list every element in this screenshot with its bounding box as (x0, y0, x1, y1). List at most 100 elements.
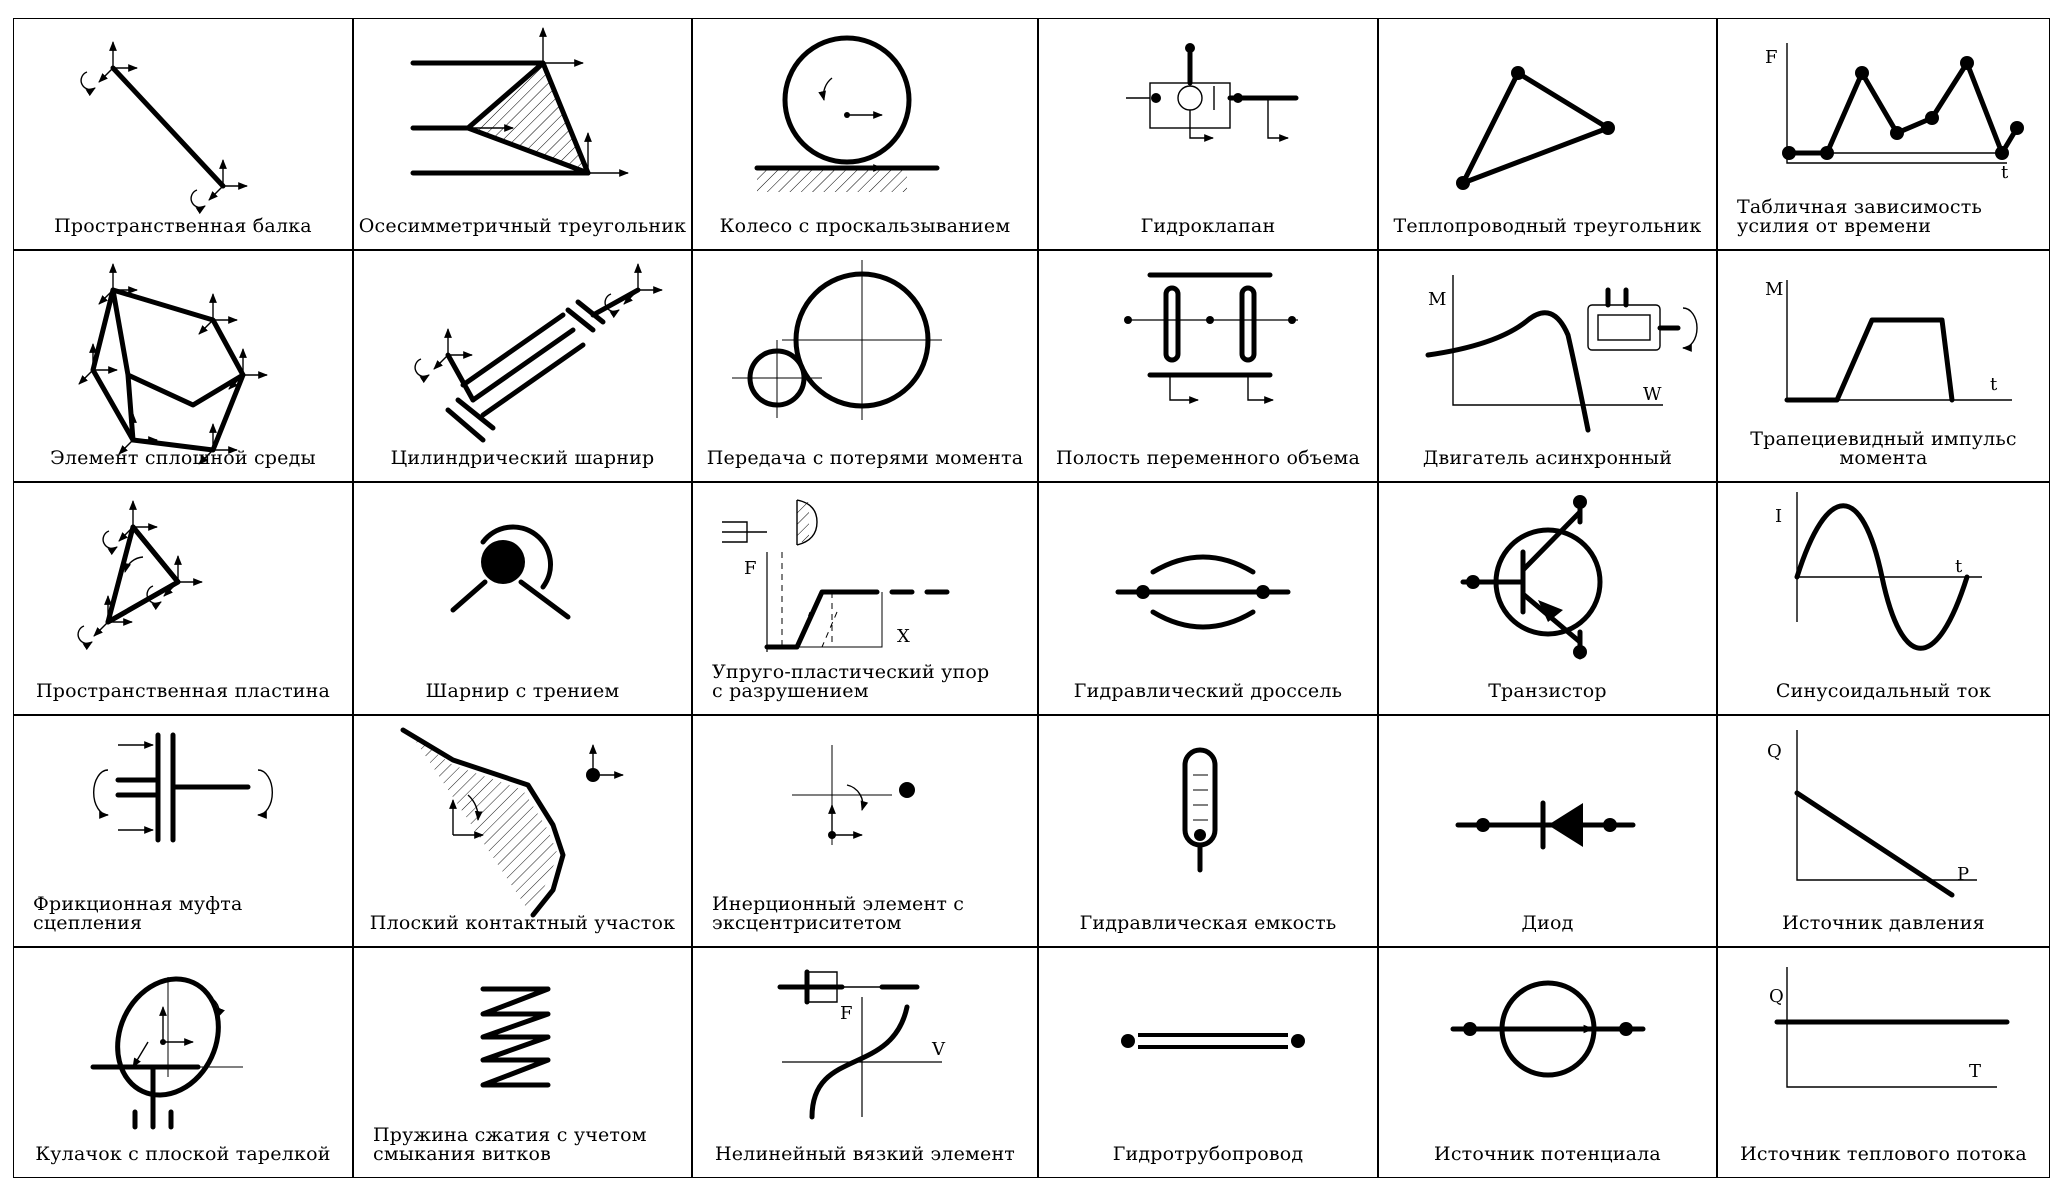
symbol-caption: Фрикционная муфта сцепления (33, 893, 243, 934)
symbol-caption: Нелинейный вязкий элемент (714, 1143, 1016, 1165)
symbol-icon-sine-current: It (1775, 492, 1982, 651)
symbol-cell-hydro-pipe: Гидротрубопровод (1038, 947, 1378, 1178)
symbol-cell-heat-triangle: Теплопроводный треугольник (1378, 18, 1717, 250)
symbol-icon-continuum (78, 263, 268, 465)
axis-label-y: F (744, 558, 757, 579)
symbol-icon-async-motor: MW (1425, 275, 1698, 433)
symbol-caption: Упруго-пластический упор с разрушением (712, 661, 990, 702)
symbol-icon-table-force: Ft (1765, 43, 2024, 183)
axis-label-y: F (1765, 47, 1778, 68)
symbol-cell-wheel-slip: Колесо с проскальзыванием (692, 18, 1038, 250)
symbol-cell-transistor: Транзистор (1378, 482, 1717, 715)
symbol-cell-continuum: Элемент сплошной среды (13, 250, 353, 482)
symbol-caption: Гидравлическая емкость (1079, 912, 1337, 934)
symbol-icon-space-beam (80, 41, 248, 215)
symbol-caption: Гидротрубопровод (1112, 1143, 1304, 1165)
symbol-cell-inertial-ecc: Инерционный элемент с эксцентриситетом (692, 715, 1038, 947)
symbol-icon-var-cavity (1124, 272, 1298, 404)
symbol-cell-spring: Пружина сжатия с учетом смыкания витков (353, 947, 692, 1178)
symbol-icon-spring (480, 986, 551, 1088)
axis-label-y: M (1428, 289, 1446, 310)
symbol-cell-cyl-hinge: Цилиндрический шарнир (353, 250, 692, 482)
symbol-cell-var-cavity: Полость переменного объема (1038, 250, 1378, 482)
axis-label-x: P (1957, 864, 1969, 885)
symbol-icon-friction-hinge (450, 524, 571, 620)
symbol-caption: Табличная зависимость усилия от времени (1737, 196, 1983, 237)
axis-label-x: t (1990, 374, 1998, 395)
symbol-cell-friction-clutch: Фрикционная муфта сцепления (13, 715, 353, 947)
symbol-icon-potential-source (1450, 980, 1646, 1078)
symbol-caption: Передача с потерями момента (706, 447, 1024, 469)
symbol-icon-inertial-ecc (792, 745, 915, 845)
symbol-icon-gear-loss (732, 260, 942, 420)
symbol-icon-cyl-hinge (414, 263, 663, 443)
symbol-cell-flat-contact: Плоский контактный участок (353, 715, 692, 947)
symbol-caption: Теплопроводный треугольник (1393, 215, 1702, 237)
symbol-icon-friction-clutch (92, 732, 274, 843)
symbol-icon-heat-source: QT (1769, 967, 2010, 1088)
symbol-cell-space-beam: Пространственная балка (13, 18, 353, 250)
symbol-icon-cam-flat (90, 976, 243, 1130)
symbol-caption: Двигатель асинхронный (1422, 447, 1673, 469)
symbol-icon-space-plate (77, 500, 203, 651)
symbol-caption: Диод (1521, 912, 1574, 934)
symbol-icon-hydro-throttle (1115, 554, 1291, 630)
symbol-cell-diode: Диод (1378, 715, 1717, 947)
symbol-caption: Трапециевидный импульс момента (1750, 428, 2017, 469)
symbol-caption: Источник давления (1782, 912, 1985, 934)
symbol-caption: Источник теплового потока (1740, 1143, 2027, 1165)
symbol-caption: Пространственная балка (54, 215, 312, 237)
symbol-cell-hydro-throttle: Гидравлический дроссель (1038, 482, 1378, 715)
symbol-caption: Кулачок с плоской тарелкой (35, 1143, 331, 1165)
symbol-icon-elastoplastic: FX (722, 499, 950, 652)
axis-label-y: Q (1767, 741, 1782, 762)
axis-label-x: X (897, 626, 910, 647)
symbol-caption: Полость переменного объема (1055, 447, 1361, 469)
axis-label-y: M (1765, 279, 1783, 300)
symbol-icon-heat-triangle (1456, 66, 1615, 190)
symbol-caption: Инерционный элемент с эксцентриситетом (712, 893, 965, 934)
symbol-icon-transistor (1460, 495, 1603, 660)
symbol-caption: Шарнир с трением (425, 680, 620, 702)
symbol-icon-nonlinear-visc: FV (777, 969, 946, 1120)
axis-label-x: T (1969, 1061, 1981, 1082)
symbol-icon-hydro-capacity (1182, 747, 1218, 873)
axis-label-x: W (1643, 384, 1662, 405)
symbol-caption: Колесо с проскальзыванием (719, 215, 1011, 237)
axis-label-y: Q (1769, 986, 1784, 1007)
symbol-caption: Элемент сплошной среды (50, 447, 316, 469)
symbol-caption: Цилиндрический шарнир (390, 447, 655, 469)
symbol-table: Пространственная балка Осесимметричный т… (13, 18, 2050, 1178)
symbol-icon-trap-impulse: Mt (1765, 279, 2012, 403)
symbol-icon-hydro-pipe (1121, 1033, 1305, 1049)
symbol-icon-hydro-valve (1126, 43, 1299, 142)
symbol-cell-axisym-triangle: Осесимметричный треугольник (353, 18, 692, 250)
symbol-cell-potential-source: Источник потенциала (1378, 947, 1717, 1178)
symbol-caption: Пространственная пластина (35, 680, 331, 702)
symbol-cell-hydro-capacity: Гидравлическая емкость (1038, 715, 1378, 947)
axis-label-x: V (931, 1039, 946, 1060)
symbol-caption: Источник потенциала (1434, 1143, 1661, 1165)
axis-label-x: t (2001, 162, 2009, 183)
symbol-cell-hydro-valve: Гидроклапан (1038, 18, 1378, 250)
symbol-caption: Гидроклапан (1140, 215, 1276, 237)
symbol-caption: Синусоидальный ток (1775, 680, 1992, 702)
symbol-caption: Пружина сжатия с учетом смыкания витков (373, 1124, 647, 1165)
axis-label-y: I (1775, 506, 1782, 527)
symbol-icon-wheel-slip (754, 35, 940, 192)
symbol-icon-axisym-triangle (410, 27, 629, 177)
symbol-cell-gear-loss: Передача с потерями момента (692, 250, 1038, 482)
axis-label-y: F (840, 1003, 853, 1024)
symbol-icon-diode (1455, 800, 1636, 850)
symbol-icon-pressure-source: QP (1767, 730, 1977, 898)
symbol-cell-cam-flat: Кулачок с плоской тарелкой (13, 947, 353, 1178)
symbol-cell-friction-hinge: Шарнир с трением (353, 482, 692, 715)
